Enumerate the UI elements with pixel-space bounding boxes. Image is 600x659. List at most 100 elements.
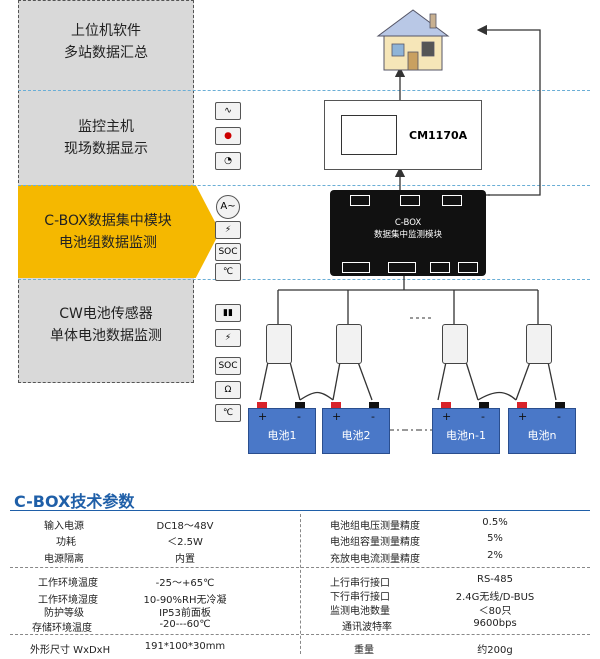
spec-value: 191*100*30mm xyxy=(144,641,226,652)
cbox-module: C-BOX 数据集中监测模块 xyxy=(330,190,486,276)
terminal-positive xyxy=(441,402,451,408)
battery: + - 电池n-1 xyxy=(432,402,500,454)
minus-sign: - xyxy=(481,410,485,423)
monitor-screen xyxy=(341,115,397,155)
battery: + - 电池1 xyxy=(248,402,316,454)
spec-key: 通讯波特率 xyxy=(342,622,392,633)
terminal-negative xyxy=(555,402,565,408)
spec-column-divider xyxy=(300,514,301,654)
spec-value: DC18～48V xyxy=(156,521,214,532)
soc-icon: SOC xyxy=(215,243,241,261)
ammeter-label: A xyxy=(220,201,228,212)
module-connector xyxy=(342,262,370,273)
cw-sensor xyxy=(266,324,292,364)
tier-line1: 监控主机 xyxy=(78,119,134,135)
spec-value: ＜80只 xyxy=(478,606,512,617)
terminal-positive xyxy=(331,402,341,408)
spec-value: 10-90%RH无冷凝 xyxy=(143,595,227,606)
spec-value: 2% xyxy=(487,550,503,561)
tier-line2: 单体电池数据监测 xyxy=(50,328,162,344)
minus-sign: - xyxy=(371,410,375,423)
module-connector xyxy=(430,262,450,273)
plus-sign: + xyxy=(258,410,268,423)
tier-label-sensor: CW电池传感器 单体电池数据监测 xyxy=(18,303,194,347)
module-connector xyxy=(458,262,478,273)
battery: + - 电池2 xyxy=(322,402,390,454)
module-connector xyxy=(388,262,416,273)
spec-row-rule xyxy=(10,634,590,635)
terminal-positive xyxy=(517,402,527,408)
tier-label-cbox: C-BOX数据集中模块 电池组数据监测 xyxy=(18,210,198,254)
tier-line1: 上位机软件 xyxy=(71,23,141,39)
tier-label-host-software: 上位机软件 多站数据汇总 xyxy=(18,20,194,64)
spec-key: 外形尺寸 WxDxH xyxy=(30,645,111,656)
spec-value: -25～+65℃ xyxy=(155,578,215,589)
cw-sensor xyxy=(442,324,468,364)
tier-line2: 电池组数据监测 xyxy=(59,235,157,251)
cw-sensor xyxy=(526,324,552,364)
spec-value: IP53前面板 xyxy=(159,608,211,619)
terminal-negative xyxy=(369,402,379,408)
module-title: C-BOX 数据集中监测模块 xyxy=(330,218,486,240)
spec-value: 0.5% xyxy=(482,517,508,528)
tier-line1: CW电池传感器 xyxy=(59,306,153,322)
house-icon xyxy=(376,9,450,71)
cw-sensor xyxy=(336,324,362,364)
spec-value: ＜2.5W xyxy=(167,537,203,548)
spec-value: -20---60℃ xyxy=(159,619,211,630)
spec-key: 电池组电压测量精度 xyxy=(330,521,420,532)
terminal-negative xyxy=(479,402,489,408)
battery-label: 电池n-1 xyxy=(446,429,486,442)
ammeter-icon: A~ xyxy=(216,195,240,219)
spec-key: 电源隔离 xyxy=(44,554,84,565)
alarm-light-icon: ● xyxy=(215,127,241,145)
battery-level-icon: ▮▮ xyxy=(215,304,241,322)
tier-separator xyxy=(18,90,590,91)
spec-value: 约200g xyxy=(477,645,513,656)
tier-line2: 现场数据显示 xyxy=(64,141,148,157)
spec-key: 工作环境温度 xyxy=(38,578,98,589)
spec-row-rule xyxy=(10,567,590,568)
battery-label: 电池1 xyxy=(267,429,297,442)
spec-title: C-BOX技术参数 xyxy=(14,492,135,511)
spec-value: 5% xyxy=(487,533,503,544)
resistance-icon: Ω xyxy=(215,381,241,399)
spec-key: 上行串行接口 xyxy=(330,578,390,589)
plus-sign: + xyxy=(332,410,342,423)
plus-sign: + xyxy=(518,410,528,423)
spec-value: 9600bps xyxy=(473,618,517,629)
lightning-icon: ⚡ xyxy=(215,221,241,239)
thermometer-icon: ℃ xyxy=(215,263,241,281)
monitor-model-label: CM1170A xyxy=(409,129,468,142)
module-line2: 数据集中监测模块 xyxy=(373,230,442,240)
module-connector xyxy=(400,195,420,206)
tier-separator xyxy=(18,279,590,280)
spec-key: 电池组容量测量精度 xyxy=(330,537,420,548)
spec-key: 输入电源 xyxy=(44,521,84,532)
spec-key: 监测电池数量 xyxy=(330,606,390,617)
spec-key: 重量 xyxy=(354,645,374,656)
spec-value: 内置 xyxy=(175,554,195,565)
soc-icon: SOC xyxy=(215,357,241,375)
battery-label: 电池2 xyxy=(341,429,371,442)
spec-value: 2.4G无线/D-BUS xyxy=(455,592,535,603)
lightning-icon: ⚡ xyxy=(215,329,241,347)
tier-separator xyxy=(18,185,590,186)
connection-lines xyxy=(259,24,557,431)
spec-key: 功耗 xyxy=(56,537,76,548)
spec-key: 防护等级 xyxy=(44,608,84,619)
tier-label-monitor: 监控主机 现场数据显示 xyxy=(18,116,194,160)
monitor-host: CM1170A xyxy=(324,100,482,170)
waveform-icon: ∿ xyxy=(215,102,241,120)
spec-key: 存储环境温度 xyxy=(32,623,92,634)
module-connector xyxy=(350,195,370,206)
spec-key: 下行串行接口 xyxy=(330,592,390,603)
module-connector xyxy=(442,195,462,206)
thermometer-icon: ℃ xyxy=(215,404,241,422)
spec-title-rule xyxy=(10,510,590,511)
module-line1: C-BOX xyxy=(394,218,422,228)
minus-sign: - xyxy=(557,410,561,423)
tier-line1: C-BOX数据集中模块 xyxy=(44,213,172,229)
battery-label: 电池n xyxy=(527,429,557,442)
spec-key: 充放电电流测量精度 xyxy=(330,554,420,565)
